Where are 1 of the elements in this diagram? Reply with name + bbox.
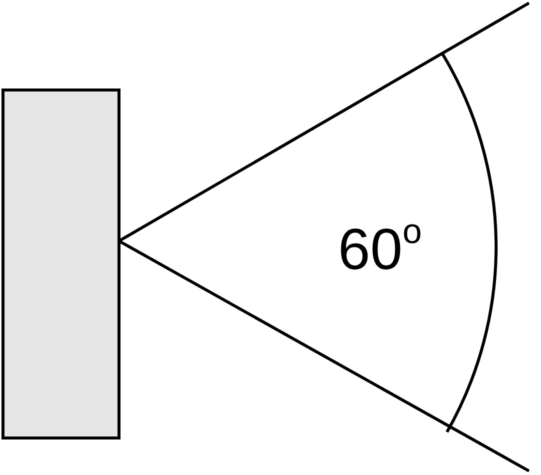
angle-label: 60$^{o}$ xyxy=(338,215,422,280)
